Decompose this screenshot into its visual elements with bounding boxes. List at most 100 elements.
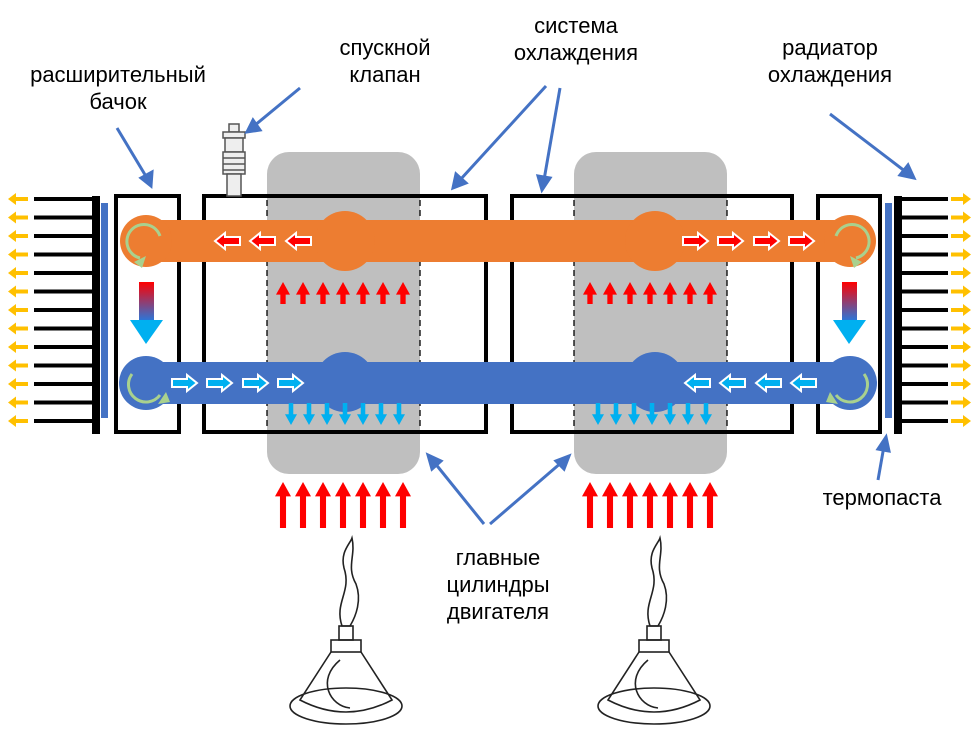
cold-flow-arrows xyxy=(171,372,817,394)
radiator-fin xyxy=(34,271,94,275)
heat-arrow-small xyxy=(276,282,290,304)
heat-arrow-small xyxy=(683,282,697,304)
radiator-fin xyxy=(900,197,948,201)
cool-arrow xyxy=(357,403,369,425)
radiator-fin xyxy=(900,326,948,331)
radiated-heat-arrow xyxy=(8,378,28,390)
engine-block-right xyxy=(510,194,794,434)
cool-arrow xyxy=(592,403,604,425)
radiator-fin xyxy=(34,234,94,238)
heat-arrow-large xyxy=(622,482,638,528)
downflow-arrow-left xyxy=(130,282,163,344)
thermal-paste-strip-right xyxy=(885,203,892,418)
heat-arrow-small xyxy=(356,282,370,304)
radiated-heat-arrow xyxy=(951,211,971,224)
cool-arrow xyxy=(285,403,297,425)
cool-arrow xyxy=(628,403,640,425)
radiated-heat-arrows-left xyxy=(8,193,28,427)
radiator-fin xyxy=(34,345,94,349)
radiator-fin xyxy=(34,289,94,294)
cooling-radiator-label: радиатор охлаждения xyxy=(767,35,893,87)
radiator-fin xyxy=(34,197,94,201)
radiator-fin xyxy=(34,326,94,331)
radiator-fin xyxy=(900,289,948,294)
heat-arrow-large xyxy=(582,482,598,528)
radiator-fin xyxy=(900,400,948,405)
hot-flow-arrows xyxy=(213,230,816,252)
radiator-fin xyxy=(900,271,948,275)
heat-arrow-large xyxy=(662,482,678,528)
radiated-heat-arrow xyxy=(951,285,971,298)
thermal-paste-label: термопаста xyxy=(822,485,942,510)
coolant-heat-arrows xyxy=(285,403,712,425)
engine-frame xyxy=(114,194,882,434)
radiated-heat-arrow xyxy=(951,322,971,335)
downflow-arrow-right xyxy=(833,282,866,344)
radiated-heat-arrow xyxy=(8,211,28,224)
fin-spine xyxy=(92,196,100,434)
radiator-fin xyxy=(900,234,948,238)
radiated-heat-arrow xyxy=(951,378,971,390)
radiated-heat-arrow xyxy=(951,359,971,372)
heat-arrow-small xyxy=(396,282,410,304)
radiator-fin xyxy=(900,215,948,220)
radiated-heat-arrow xyxy=(8,341,28,353)
heat-arrow-large xyxy=(682,482,698,528)
radiator-fin xyxy=(34,252,94,257)
cool-arrow xyxy=(682,403,694,425)
radiator-fin xyxy=(34,308,94,312)
radiator-fins-right xyxy=(894,196,948,434)
cooling-system-label: система охлаждения xyxy=(513,13,639,65)
cool-arrow xyxy=(375,403,387,425)
radiator-fin xyxy=(900,363,948,368)
radiated-heat-arrow xyxy=(951,267,971,279)
heat-arrow-small xyxy=(643,282,657,304)
radiated-heat-arrow xyxy=(8,248,28,261)
expansion-tank-box xyxy=(114,194,181,434)
radiated-heat-arrows-right xyxy=(951,193,971,427)
cool-arrow xyxy=(321,403,333,425)
heat-arrow-large xyxy=(335,482,351,528)
radiator-fins-left xyxy=(34,196,100,434)
spirit-burner-icon xyxy=(289,535,403,725)
radiated-heat-arrow xyxy=(951,248,971,261)
radiated-heat-arrow xyxy=(8,193,28,205)
radiator-fin xyxy=(900,345,948,349)
radiated-heat-arrow xyxy=(8,285,28,298)
radiator-fin xyxy=(900,382,948,386)
heat-arrow-large xyxy=(355,482,371,528)
radiated-heat-arrow xyxy=(8,359,28,372)
spirit-burner-icon xyxy=(597,535,711,725)
label-pointers xyxy=(115,84,917,526)
radiator-fin xyxy=(34,419,94,423)
circular-flow-arrowheads xyxy=(134,256,862,404)
heat-arrow-small xyxy=(336,282,350,304)
radiated-heat-arrow xyxy=(951,230,971,242)
heat-arrow-large xyxy=(642,482,658,528)
circular-flow-icon xyxy=(125,222,871,404)
radiated-heat-arrow xyxy=(951,304,971,316)
radiator-fin xyxy=(34,382,94,386)
radiated-heat-arrow xyxy=(8,322,28,335)
radiated-heat-arrow xyxy=(8,415,28,427)
heat-arrow-small xyxy=(603,282,617,304)
heat-arrow-small xyxy=(623,282,637,304)
radiator-fin xyxy=(900,308,948,312)
heat-arrow-small xyxy=(296,282,310,304)
radiated-heat-arrow xyxy=(951,341,971,353)
heat-arrow-large xyxy=(395,482,411,528)
radiated-heat-arrow xyxy=(951,193,971,205)
radiated-heat-arrow xyxy=(8,304,28,316)
cool-arrow xyxy=(664,403,676,425)
heat-arrow-small xyxy=(316,282,330,304)
cool-arrow xyxy=(303,403,315,425)
radiated-heat-arrow xyxy=(951,396,971,409)
radiated-heat-arrow xyxy=(8,396,28,409)
heat-input-arrows xyxy=(275,282,718,528)
radiator-fin xyxy=(34,215,94,220)
radiator-box xyxy=(816,194,882,434)
heat-arrow-large xyxy=(602,482,618,528)
radiator-fin xyxy=(900,252,948,257)
cool-arrow xyxy=(339,403,351,425)
